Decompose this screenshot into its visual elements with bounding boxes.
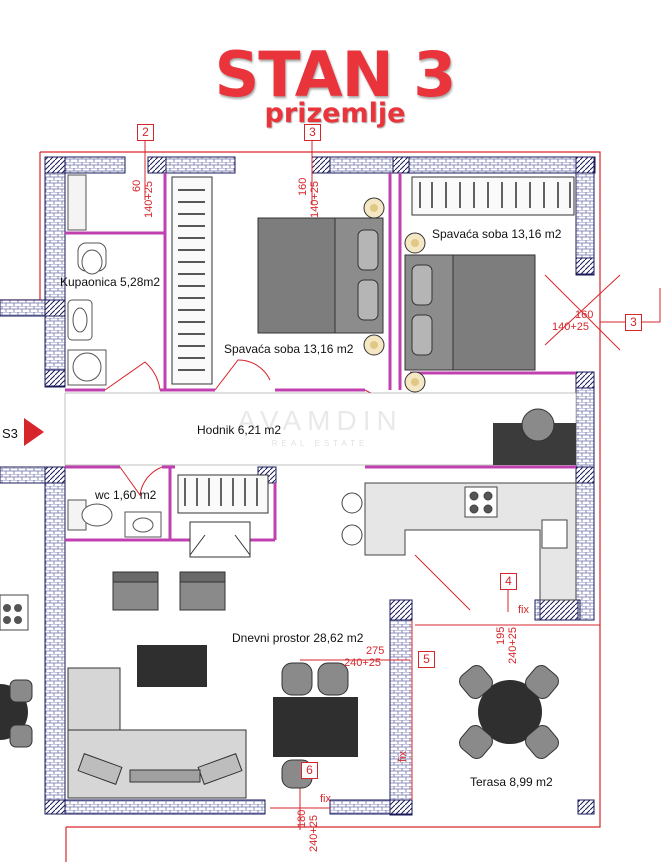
structural-columns [44,156,595,815]
window-tag-3b: 3 [625,314,642,331]
entrance-label: S3 [2,426,18,441]
room-label-hallway: Hodnik 6,21 m2 [197,423,282,437]
window-dims-4: 195 [495,626,507,645]
room-label-terrace: Terasa 8,99 m2 [470,775,553,789]
dining-table [273,662,358,789]
hallway-desk [493,408,576,465]
coffee-table [137,645,207,687]
room-label-bedroom-2: Spavaća soba 13,16 m2 [432,227,562,241]
room-label-wc: wc 1,60 m2 [95,488,157,502]
window-size-3a: 140+25 [309,180,321,218]
watermark-subtext: REAL ESTATE [272,439,369,448]
entrance-arrow-icon [24,418,44,446]
window-dims-6: 180 [296,809,308,828]
fix-label-terrace-top: fix [518,604,529,616]
wardrobes [171,176,575,514]
window-size-3b: 140+25 [552,321,590,333]
wardrobe-hangers [178,182,571,506]
page-subtitle: prizemlje [264,98,406,129]
page-title: STAN 3 [214,38,457,111]
terrace-table [459,665,559,759]
hallway-floor [64,392,577,466]
armchairs [112,571,226,611]
fix-label-terrace-side: fix [397,751,409,762]
window-tag-4: 4 [500,573,517,590]
wc-fixtures [67,499,162,538]
window-leaders [144,140,661,830]
window-dims-2: 60 [131,179,143,192]
window-size-2: 140+25 [143,180,155,218]
window-tag-3a: 3 [304,124,321,141]
watermark-text: AVAMDIN [237,405,402,436]
interior-partitions [65,173,576,542]
window-size-4: 240+25 [507,626,519,664]
window-size-5: 240+25 [344,657,382,669]
room-label-bedroom-1: Spavaća soba 13,16 m2 [224,342,354,356]
fix-label-living-bottom: fix [320,793,331,805]
sofa [67,667,247,799]
window-tag-2: 2 [137,124,154,141]
window-dims-3a: 160 [297,177,309,196]
kitchen-counter [341,482,577,601]
window-tag-5: 5 [418,651,435,668]
room-label-bathroom: Kupaonica 5,28m2 [60,275,161,289]
bed-2 [404,232,536,393]
window-size-6: 240+25 [308,814,320,852]
window-dims-3b: 160 [575,309,594,321]
bathroom-fixtures [67,174,107,386]
bed-1 [257,197,385,356]
neighbour-furniture [0,594,33,748]
window-tag-6: 6 [301,762,318,779]
tv-cabinet [189,521,251,558]
window-dims-5: 275 [366,645,385,657]
room-label-living: Dnevni prostor 28,62 m2 [232,631,364,645]
